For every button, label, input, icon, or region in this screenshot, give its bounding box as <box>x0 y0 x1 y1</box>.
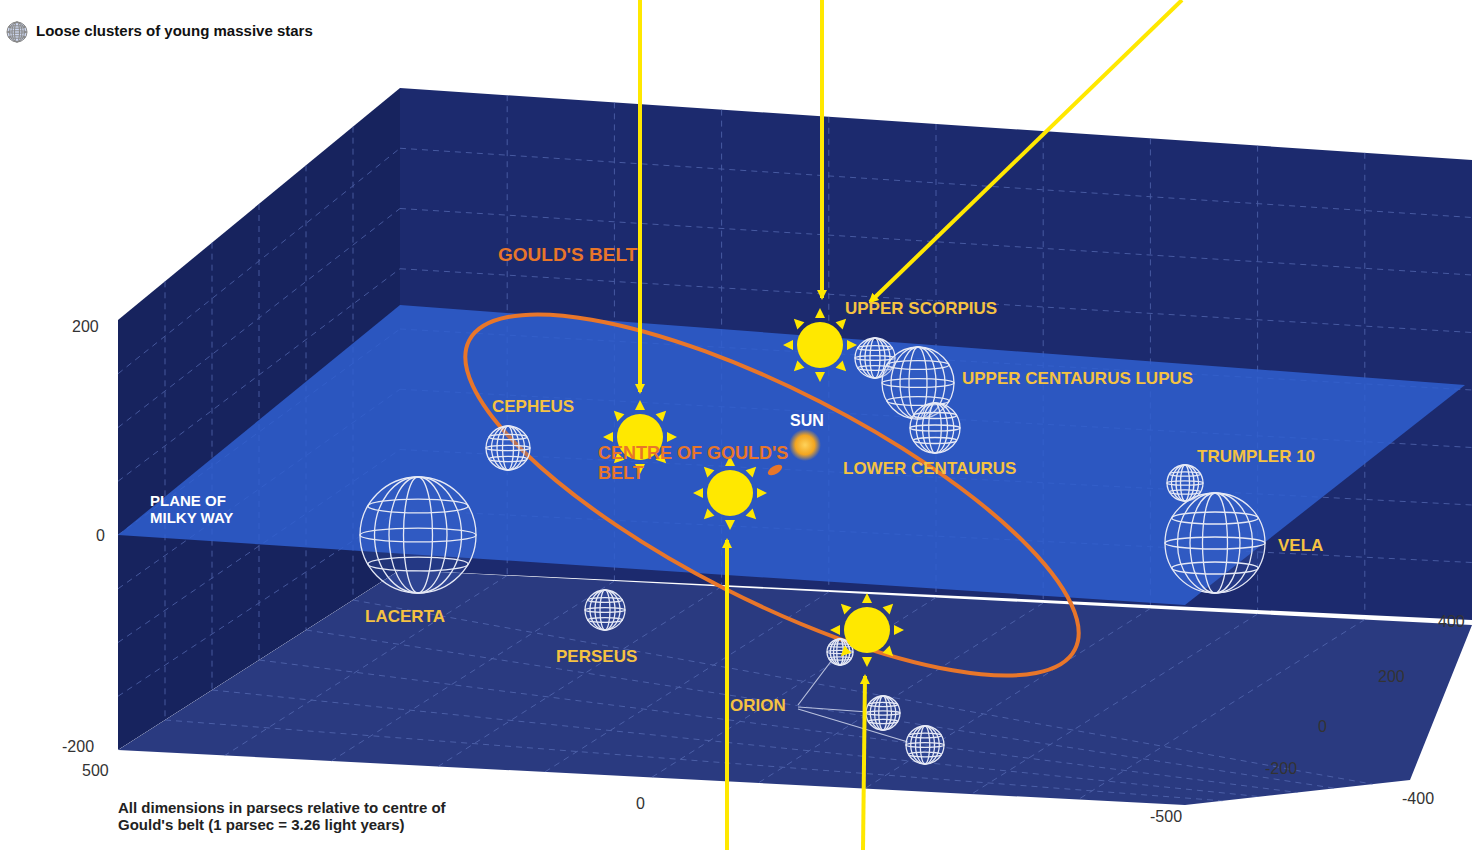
legend-icon <box>7 22 27 42</box>
sun-symbol <box>783 308 857 382</box>
cluster-name: CEPHEUS <box>492 398 574 417</box>
sun-symbol <box>693 456 767 530</box>
cluster-sphere <box>486 426 530 470</box>
grid-line <box>652 598 937 778</box>
pointer-arrow <box>640 0 1182 850</box>
axis-tick: -500 <box>1150 808 1182 826</box>
axis-tick: -200 <box>1265 760 1297 778</box>
galactic-plane <box>118 305 1465 605</box>
grid-line <box>400 209 1472 276</box>
cluster-sphere <box>906 726 944 764</box>
cluster-name: PERSEUS <box>556 648 637 667</box>
grid-line <box>331 581 614 761</box>
axis-tick: 500 <box>82 762 109 780</box>
cluster-name: LOWER CENTAURUS <box>843 460 1016 479</box>
cluster-name: LACERTA <box>365 608 445 627</box>
sun-dot <box>789 429 821 461</box>
floor <box>118 570 1472 805</box>
cluster-sphere <box>360 477 476 593</box>
centre-mark <box>766 463 784 478</box>
axis-tick: -400 <box>1402 790 1434 808</box>
cluster-name: ORION <box>730 697 786 716</box>
axis-tick: 0 <box>636 795 645 813</box>
sun-symbol <box>830 593 904 667</box>
leader-line <box>798 656 908 742</box>
grid-line <box>865 609 1151 789</box>
grid-line <box>259 660 1298 793</box>
plane-label: PLANE OF MILKY WAY <box>150 493 275 526</box>
grid-line <box>1078 620 1365 800</box>
grid-line <box>165 720 1223 801</box>
grid-line <box>212 690 1260 797</box>
cluster-name: VELA <box>1278 537 1323 556</box>
grid-line <box>306 630 1335 788</box>
goulds-belt-ring <box>421 247 1122 743</box>
grid-line <box>438 587 721 767</box>
legend-icon <box>7 22 27 42</box>
axis-tick: 200 <box>1378 668 1405 686</box>
axis-tick: 400 <box>1438 613 1465 631</box>
cluster-sphere <box>866 696 900 730</box>
axis-tick: 0 <box>96 527 105 545</box>
axis-tick: 0 <box>1318 718 1327 736</box>
axis-tick: -200 <box>62 738 94 756</box>
grid-line <box>758 603 1043 783</box>
cluster-sphere <box>1165 493 1265 593</box>
cluster-name: UPPER CENTAURUS LUPUS <box>962 370 1193 389</box>
grid-line <box>972 614 1258 794</box>
sun-label: SUN <box>790 412 824 430</box>
centre-label: CENTRE OF GOULD'S BELT <box>598 444 798 484</box>
grid-line <box>225 576 508 756</box>
grid-line <box>118 95 1472 801</box>
belt-title: GOULD'S BELT <box>498 245 637 266</box>
sun-symbol <box>603 308 904 667</box>
cluster-name: UPPER SCORPIUS <box>845 300 997 319</box>
axis-tick: 200 <box>72 318 99 336</box>
cluster-sphere <box>585 590 625 630</box>
footnote: All dimensions in parsecs relative to ce… <box>118 800 463 833</box>
cluster-name: TRUMPLER 10 <box>1197 448 1315 467</box>
cluster-sphere <box>910 403 960 453</box>
legend-text: Loose clusters of young massive stars <box>36 23 313 40</box>
